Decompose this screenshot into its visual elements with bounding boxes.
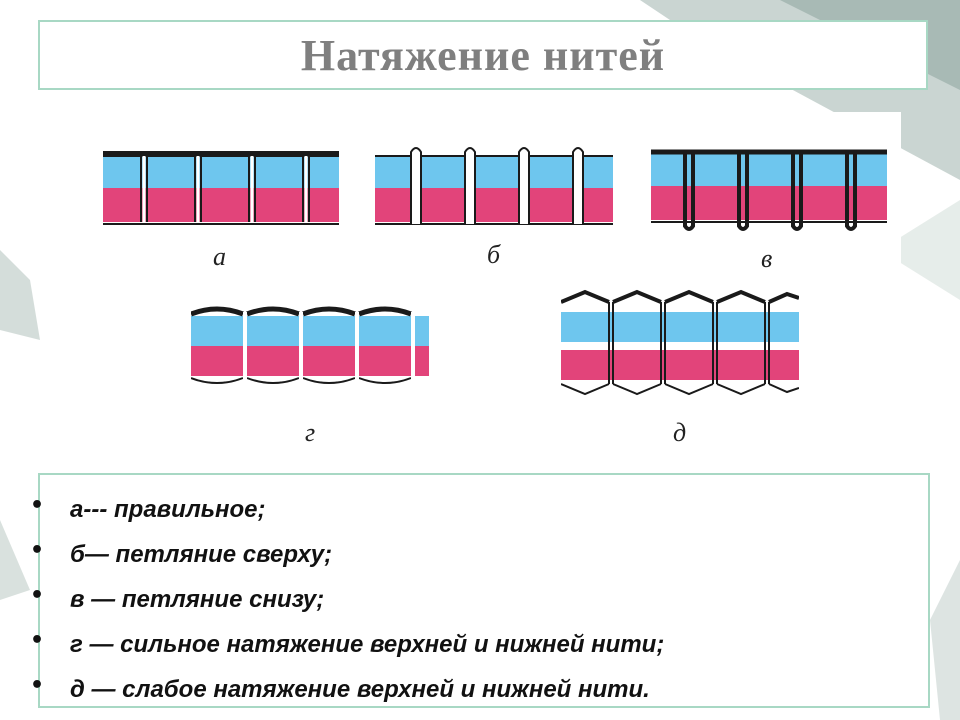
- loop-gaps: [142, 156, 308, 222]
- decor-stripe-bottom-left: [0, 520, 30, 600]
- item-text: в — петляние снизу;: [70, 586, 325, 613]
- bullet: •: [30, 493, 45, 518]
- diagram-label-a: а: [213, 242, 226, 271]
- bullet: •: [30, 628, 45, 653]
- list-item: • д — слабое натяжение верхней и нижней …: [30, 667, 928, 712]
- item-text: а--- правильное;: [70, 496, 266, 523]
- diagram-label-g: г: [305, 418, 316, 447]
- lower-thread-valleys: [561, 383, 799, 396]
- title-box: Натяжение нитей: [38, 20, 928, 90]
- decor-stripe-left: [0, 250, 40, 340]
- top-loops: [410, 147, 584, 224]
- diagram-a: [103, 151, 339, 225]
- bullet: •: [30, 583, 45, 608]
- list-item: • б— петляние сверху;: [30, 532, 928, 577]
- lower-fabric: [191, 346, 429, 376]
- definitions-box: • а--- правильное; • б— петляние сверху;…: [30, 473, 930, 708]
- stitch-loops: [140, 154, 310, 222]
- item-text: д — слабое натяжение верхней и нижней ни…: [70, 676, 650, 703]
- item-text: б— петляние сверху;: [70, 541, 333, 568]
- diagram-label-v: в: [761, 244, 773, 273]
- lower-fabric: [103, 188, 339, 222]
- page-title: Натяжение нитей: [300, 30, 666, 80]
- bullet: •: [30, 538, 45, 563]
- list-item: • в — петляние снизу;: [30, 577, 928, 622]
- diagram-label-d: д: [673, 418, 687, 447]
- diagram-b: [375, 147, 613, 225]
- bullet: •: [30, 673, 45, 698]
- diagram-d: [561, 289, 799, 396]
- lower-thread-arcs: [191, 377, 412, 384]
- upper-thread-peaks: [561, 289, 799, 304]
- loose-stitches: [608, 302, 770, 384]
- upper-thread-arcs: [191, 306, 412, 317]
- diagram-label-b: б: [487, 240, 501, 269]
- lower-fabric: [561, 350, 799, 380]
- decor-stripe-bottom-right: [930, 560, 960, 720]
- definitions-list: • а--- правильное; • б— петляние сверху;…: [30, 475, 928, 712]
- list-item: • г — сильное натяжение верхней и нижней…: [30, 622, 928, 667]
- upper-fabric: [561, 312, 799, 342]
- item-text: г — сильное натяжение верхней и нижней н…: [70, 631, 665, 658]
- diagram-v: [651, 149, 887, 231]
- figure-panel: а б в: [95, 112, 901, 468]
- decor-stripe-right: [880, 200, 960, 300]
- list-item: • а--- правильное;: [30, 487, 928, 532]
- stitch-gaps: [243, 312, 415, 382]
- bottom-loops: [683, 152, 857, 231]
- upper-fabric: [103, 156, 339, 188]
- diagram-g: [191, 306, 429, 384]
- upper-fabric: [191, 316, 429, 346]
